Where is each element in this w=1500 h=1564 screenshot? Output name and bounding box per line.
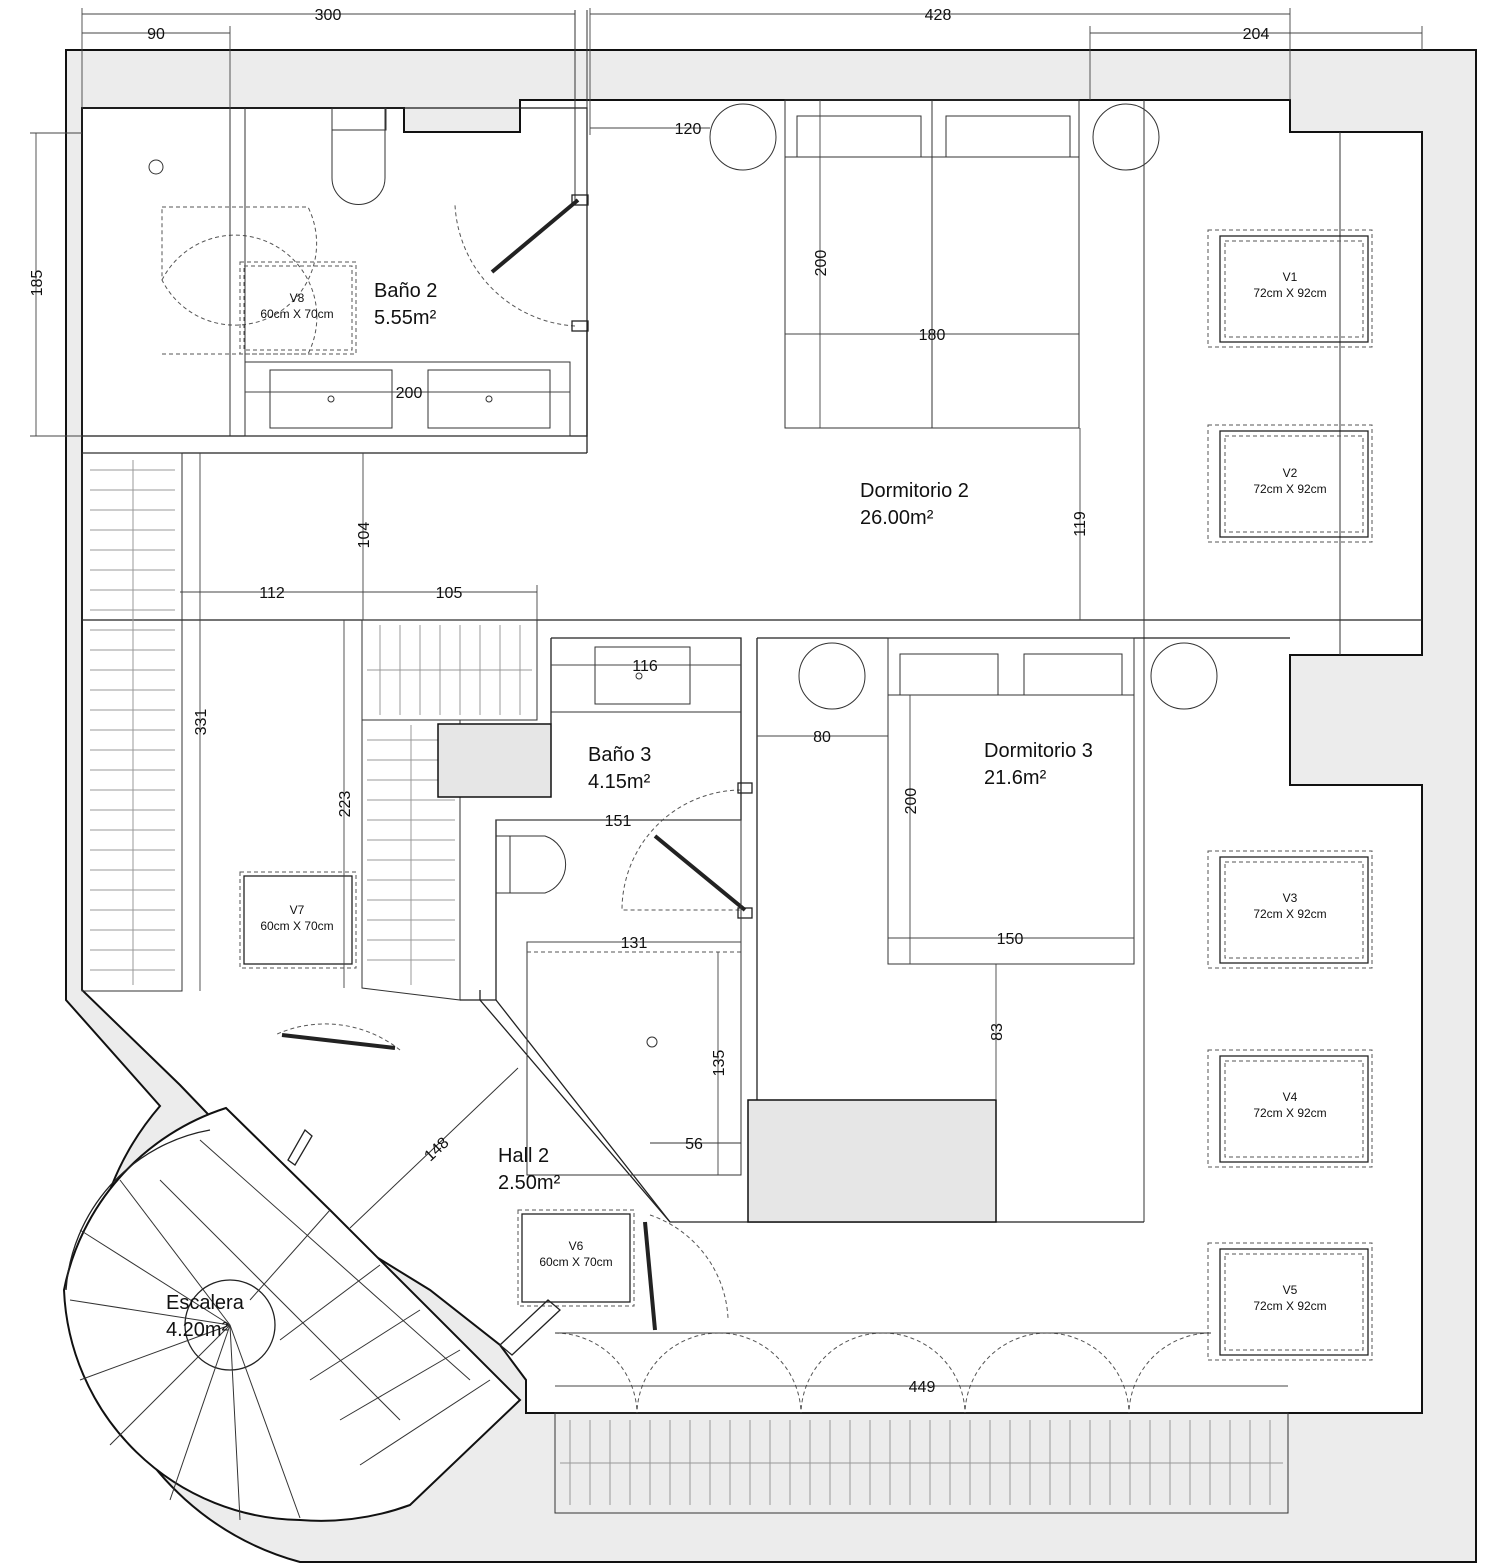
bano3-door-swing [621, 789, 742, 911]
window-v7-size: 60cm X 70cm [260, 919, 333, 933]
window-v4-size: 72cm X 92cm [1253, 1106, 1326, 1120]
bed-dormitorio3 [887, 637, 1135, 965]
window-v7 [239, 871, 357, 969]
room-area-escalera: 4.20m² [166, 1319, 229, 1341]
dim-105: 105 [436, 585, 463, 602]
window-v8 [239, 261, 357, 355]
dim-200-bed3: 200 [903, 788, 920, 815]
shower-doors [161, 206, 318, 355]
pillow [899, 653, 999, 696]
toilet [331, 108, 386, 205]
window-v8-id: V8 [290, 291, 305, 305]
dimension-lines [30, 8, 1423, 1387]
room-area-bano2: 5.55m² [374, 307, 437, 329]
room-area-dormitorio2: 26.00m² [860, 507, 934, 529]
dim-112: 112 [259, 585, 285, 602]
room-area-dormitorio3: 21.6m² [984, 767, 1047, 789]
spiral-stair-area [62, 1106, 522, 1522]
hall-door-swing [274, 1023, 401, 1051]
dim-331: 331 [193, 709, 210, 736]
interior-floor [81, 99, 1423, 1414]
window-v1-size: 72cm X 92cm [1253, 286, 1326, 300]
nightstand-lamp [1150, 642, 1218, 710]
stair-newel [184, 1279, 276, 1371]
dim-449: 449 [909, 1379, 936, 1396]
dim-428: 428 [925, 7, 952, 24]
dim-180: 180 [919, 327, 946, 344]
sink-basin [269, 369, 393, 429]
dim-200-vanity: 200 [396, 385, 423, 402]
window-v2-size: 72cm X 92cm [1253, 482, 1326, 496]
window-v3-id: V3 [1283, 891, 1298, 905]
dim-90: 90 [147, 26, 165, 43]
balcony-door-swings [554, 1332, 1212, 1414]
chimney-block [437, 723, 552, 798]
dim-80: 80 [813, 729, 831, 746]
dim-200-bed2: 200 [813, 250, 830, 277]
room-name-bano3: Baño 3 [588, 744, 651, 766]
window-v6-id: V6 [569, 1239, 584, 1253]
dim-204: 204 [1243, 26, 1270, 43]
window-v4-id: V4 [1283, 1090, 1298, 1104]
bottom-storage [554, 1412, 1289, 1514]
room-name-hall2: Hall 2 [498, 1145, 549, 1167]
dim-56: 56 [685, 1136, 703, 1153]
dim-104: 104 [356, 522, 373, 549]
window-v8-size: 60cm X 70cm [260, 307, 333, 321]
pillow [796, 115, 922, 158]
room-area-hall2: 2.50m² [498, 1172, 561, 1194]
stair-core [65, 1129, 211, 1291]
dim-150: 150 [997, 931, 1024, 948]
left-storage [81, 452, 183, 992]
dim-119: 119 [1072, 511, 1089, 537]
room-name-escalera: Escalera [166, 1292, 245, 1314]
pillow [945, 115, 1071, 158]
window-v2-id: V2 [1283, 466, 1298, 480]
nightstand-lamp [1092, 103, 1160, 171]
window-v5-id: V5 [1283, 1283, 1298, 1297]
dim-116: 116 [632, 658, 658, 675]
dim-135: 135 [711, 1050, 728, 1077]
dim-83: 83 [989, 1023, 1006, 1041]
dim-223: 223 [337, 791, 354, 818]
window-v1-id: V1 [1283, 270, 1298, 284]
wardrobe-block [747, 1099, 997, 1223]
double-vanity [244, 361, 571, 437]
drain [148, 159, 164, 175]
dim-185: 185 [29, 270, 46, 297]
room-name-dormitorio3: Dormitorio 3 [984, 740, 1093, 762]
room-name-dormitorio2: Dormitorio 2 [860, 480, 969, 502]
window-v6-size: 60cm X 70cm [539, 1255, 612, 1269]
room-name-bano2: Baño 2 [374, 280, 437, 302]
sink-basin [427, 369, 551, 429]
window-v5-size: 72cm X 92cm [1253, 1299, 1326, 1313]
nightstand-lamp [798, 642, 866, 710]
room-area-bano3: 4.15m² [588, 771, 651, 793]
dim-131: 131 [621, 935, 648, 952]
window-v3-size: 72cm X 92cm [1253, 907, 1326, 921]
window-v7-id: V7 [290, 903, 305, 917]
dim-300: 300 [315, 7, 342, 24]
dim-120: 120 [675, 121, 702, 138]
dim-151: 151 [605, 813, 632, 830]
window-v6 [517, 1209, 635, 1307]
pillow [1023, 653, 1123, 696]
bano3-toilet [496, 835, 567, 894]
spiral-steps [69, 1139, 491, 1521]
nightstand-lamp [709, 103, 777, 171]
bano3-sink [594, 646, 691, 705]
bano2-door-swing [454, 204, 576, 327]
